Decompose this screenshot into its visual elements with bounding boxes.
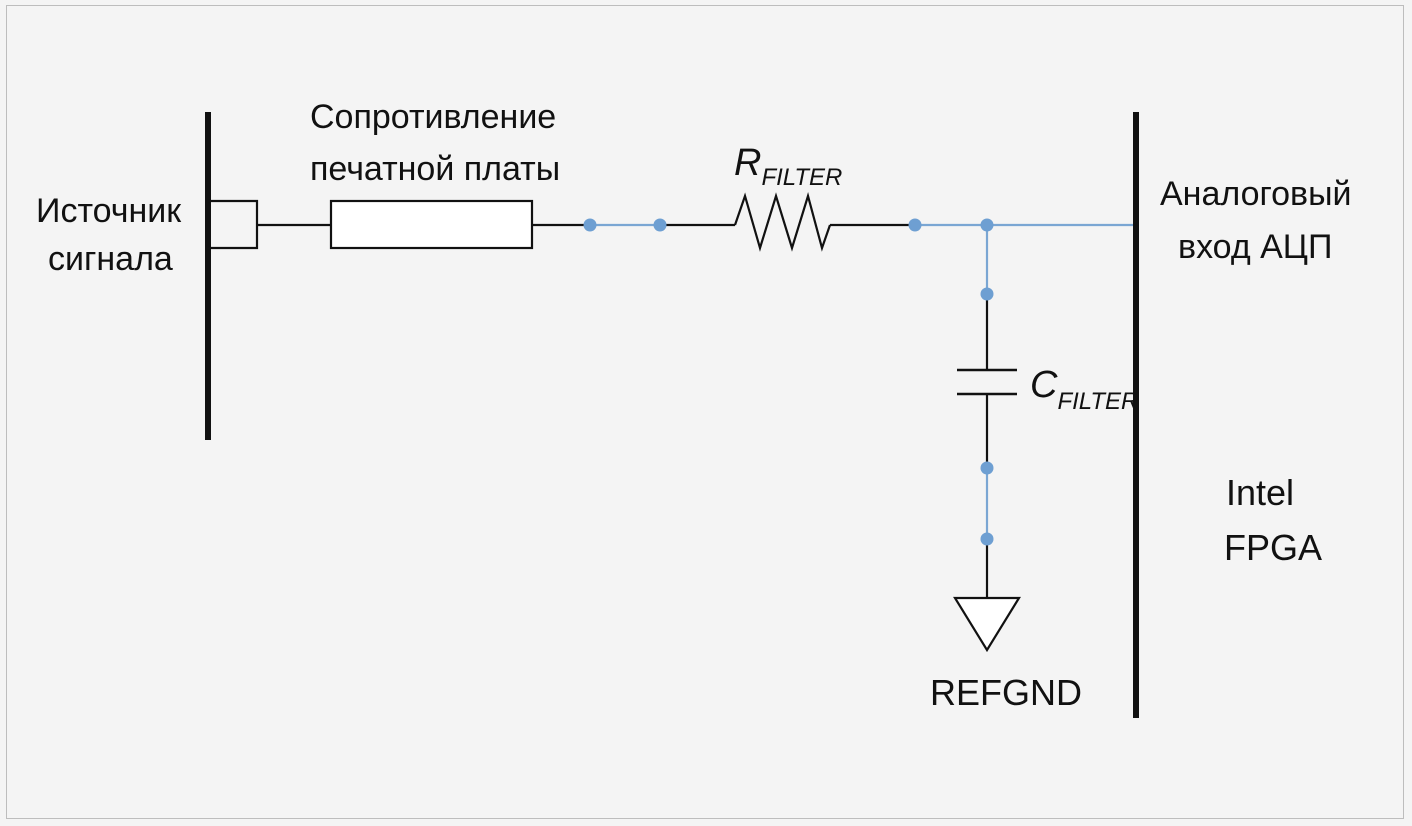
rfilter-label: RFILTER (734, 142, 842, 191)
node-dot (583, 218, 597, 232)
node-dot (980, 287, 994, 301)
pcb-resistance-box (329, 199, 534, 250)
source-label-line2: сигнала (48, 240, 173, 278)
rfilter-label-main: R (734, 142, 761, 184)
cfilter-label: CFILTER (1030, 364, 1138, 415)
ground-symbol-icon (953, 596, 1021, 653)
node-dot (653, 218, 667, 232)
adc-label-line1: Аналоговый (1160, 175, 1352, 213)
node-dot (908, 218, 922, 232)
diagram-frame (6, 5, 1404, 819)
cfilter-label-sub: FILTER (1057, 388, 1138, 415)
adc-label-line2: вход АЦП (1178, 228, 1332, 266)
pcb-label-line2: печатной платы (310, 150, 560, 188)
node-dot (980, 461, 994, 475)
refgnd-label: REFGND (930, 672, 1082, 713)
rfilter-resistor (733, 192, 832, 252)
node-dot (980, 218, 994, 232)
source-label-line1: Источник (36, 192, 182, 230)
source-connector (208, 199, 259, 250)
fpga-label-line2: FPGA (1224, 527, 1322, 568)
cfilter-label-main: C (1030, 364, 1058, 406)
rfilter-label-sub: FILTER (761, 164, 842, 191)
fpga-label-line1: Intel (1226, 472, 1294, 513)
pcb-label-line1: Сопротивление (310, 98, 556, 136)
node-dot (980, 532, 994, 546)
